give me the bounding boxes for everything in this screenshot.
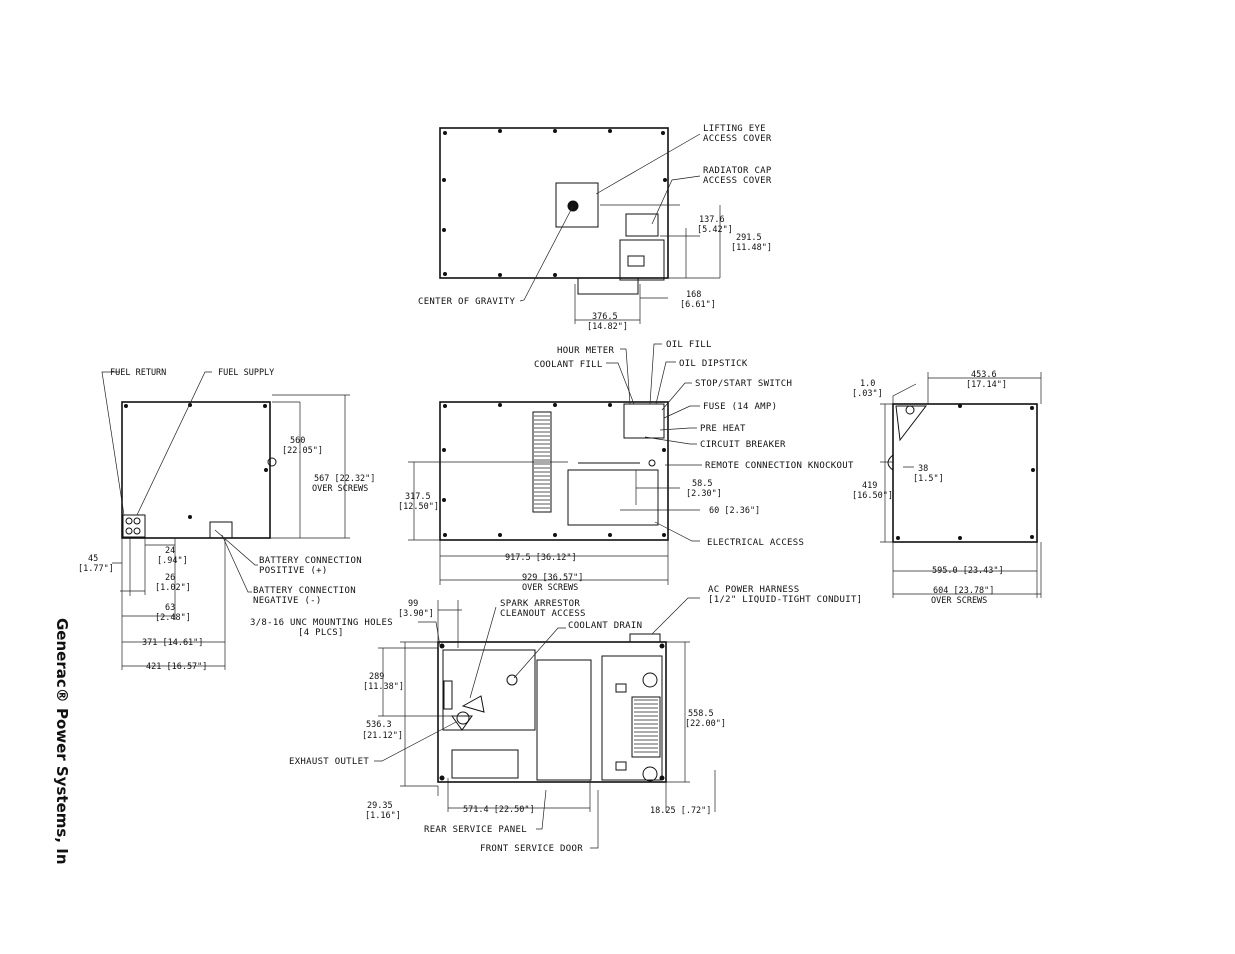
spark-arrestor-label-1: SPARK ARRESTOR: [500, 599, 580, 609]
dim-38-in: [1.5"]: [913, 474, 944, 484]
ac-harness-label-2: [1/2" LIQUID-TIGHT CONDUIT]: [708, 595, 862, 605]
front-view: HOUR METER COOLANT FILL OIL FILL OIL DIP…: [398, 340, 854, 593]
dim-60: 60 [2.36"]: [709, 506, 760, 516]
dim-18-25: 18.25 [.72"]: [650, 806, 711, 816]
dim-168-in: [6.61"]: [680, 300, 716, 310]
battery-negative-label-1: BATTERY CONNECTION: [253, 586, 356, 596]
dim-536-3-in: [21.12"]: [362, 731, 403, 741]
dim-99-in: [3.90"]: [398, 609, 434, 619]
dim-558-5: 558.5: [688, 709, 714, 719]
dim-419: 419: [862, 481, 877, 491]
dim-558-5-in: [22.00"]: [685, 719, 726, 729]
exhaust-outlet-label: EXHAUST OUTLET: [289, 757, 369, 767]
dim-1-0-in: [.03"]: [852, 389, 883, 399]
battery-negative-label-2: NEGATIVE (-): [253, 596, 322, 606]
dim-63: 63: [165, 603, 175, 613]
dim-453-6-in: [17.14"]: [966, 380, 1007, 390]
battery-positive-label-2: POSITIVE (+): [259, 566, 328, 576]
dim-453-6: 453.6: [971, 370, 997, 380]
pre-heat-label: PRE HEAT: [700, 424, 746, 434]
dim-371: 371 [14.61"]: [142, 638, 203, 648]
mounting-holes-label-2: [4 PLCS]: [298, 628, 344, 638]
lifting-eye-label-2: ACCESS COVER: [703, 134, 772, 144]
dim-317-5-in: [12.50"]: [398, 502, 439, 512]
dim-45-in: [1.77"]: [78, 564, 114, 574]
oil-dipstick-label: OIL DIPSTICK: [679, 359, 748, 369]
left-view: FUEL RETURN FUEL SUPPLY 560 [22.05"] 567…: [78, 368, 375, 672]
dim-595-0: 595.0 [23.43"]: [932, 566, 1004, 576]
dim-604-b: OVER SCREWS: [931, 596, 987, 606]
dim-58-5: 58.5: [692, 479, 712, 489]
hour-meter-label: HOUR METER: [557, 346, 614, 356]
dim-536-3: 536.3: [366, 720, 392, 730]
dim-168: 168: [686, 290, 701, 300]
dim-419-in: [16.50"]: [852, 491, 893, 501]
stop-start-switch-label: STOP/START SWITCH: [695, 379, 792, 389]
dim-291-5-in: [11.48"]: [731, 243, 772, 253]
dim-929: 929 [36.57"]: [522, 573, 583, 583]
top-view-screws: [442, 129, 667, 277]
mounting-holes-label-1: 3/8-16 UNC MOUNTING HOLES: [250, 618, 393, 628]
dim-376-5: 376.5: [592, 312, 618, 322]
dim-29-35-in: [1.16"]: [365, 811, 401, 821]
dim-38: 38: [918, 464, 928, 474]
coolant-fill-label: COOLANT FILL: [534, 360, 603, 370]
dim-567-b: OVER SCREWS: [312, 484, 368, 494]
dim-604: 604 [23.78"]: [933, 586, 994, 596]
dim-376-5-in: [14.82"]: [587, 322, 628, 332]
dim-58-5-in: [2.30"]: [686, 489, 722, 499]
dim-560-in: [22.05"]: [282, 446, 323, 456]
dim-24-in: [.94"]: [157, 556, 188, 566]
ac-harness-label-1: AC POWER HARNESS: [708, 585, 800, 595]
fuel-return-label: FUEL RETURN: [110, 368, 166, 378]
dim-929-b: OVER SCREWS: [522, 583, 578, 593]
dim-137-6-in: [5.42"]: [697, 225, 733, 235]
dim-571-4: 571.4 [22.50"]: [463, 805, 535, 815]
bottom-view: 99 [3.90"] SPARK ARRESTOR CLEANOUT ACCES…: [250, 585, 862, 854]
electrical-access-label: ELECTRICAL ACCESS: [707, 538, 804, 548]
circuit-breaker-label: CIRCUIT BREAKER: [700, 440, 786, 450]
dim-63-in: [2.48"]: [155, 613, 191, 623]
dim-29-35: 29.35: [367, 801, 393, 811]
dim-26-in: [1.02"]: [155, 583, 191, 593]
lifting-eye-label-1: LIFTING EYE: [703, 124, 766, 134]
center-of-gravity-label: CENTER OF GRAVITY: [418, 297, 515, 307]
coolant-drain-label: COOLANT DRAIN: [568, 621, 642, 631]
dim-26: 26: [165, 573, 175, 583]
oil-fill-label: OIL FILL: [666, 340, 712, 350]
fuel-supply-label: FUEL SUPPLY: [218, 368, 274, 378]
spark-arrestor-label-2: CLEANOUT ACCESS: [500, 609, 586, 619]
dim-560: 560: [290, 436, 305, 446]
dim-45: 45: [88, 554, 98, 564]
dim-99: 99: [408, 599, 418, 609]
right-view: 1.0 [.03"] 453.6 [17.14"] 38 [1.5"] 419 …: [852, 370, 1042, 606]
dim-291-5: 291.5: [736, 233, 762, 243]
dim-137-6: 137.6: [699, 215, 725, 225]
dim-421: 421 [16.57"]: [146, 662, 207, 672]
dim-317-5: 317.5: [405, 492, 431, 502]
dim-24: 24: [165, 546, 175, 556]
dim-917-5: 917.5 [36.12"]: [505, 553, 577, 563]
top-view: LIFTING EYE ACCESS COVER RADIATOR CAP AC…: [418, 124, 772, 332]
dim-567: 567 [22.32"]: [314, 474, 375, 484]
radiator-cap-label-1: RADIATOR CAP: [703, 166, 772, 176]
dim-1-0: 1.0: [860, 379, 875, 389]
fuse-label: FUSE (14 AMP): [703, 402, 777, 412]
battery-positive-label-1: BATTERY CONNECTION: [259, 556, 362, 566]
brand-text: Generac® Power Systems, In: [53, 618, 71, 865]
radiator-cap-label-2: ACCESS COVER: [703, 176, 772, 186]
dim-289: 289: [369, 672, 384, 682]
dim-289-in: [11.38"]: [363, 682, 404, 692]
remote-knockout-label: REMOTE CONNECTION KNOCKOUT: [705, 461, 854, 471]
rear-service-panel-label: REAR SERVICE PANEL: [424, 825, 527, 835]
front-service-door-label: FRONT SERVICE DOOR: [480, 844, 583, 854]
